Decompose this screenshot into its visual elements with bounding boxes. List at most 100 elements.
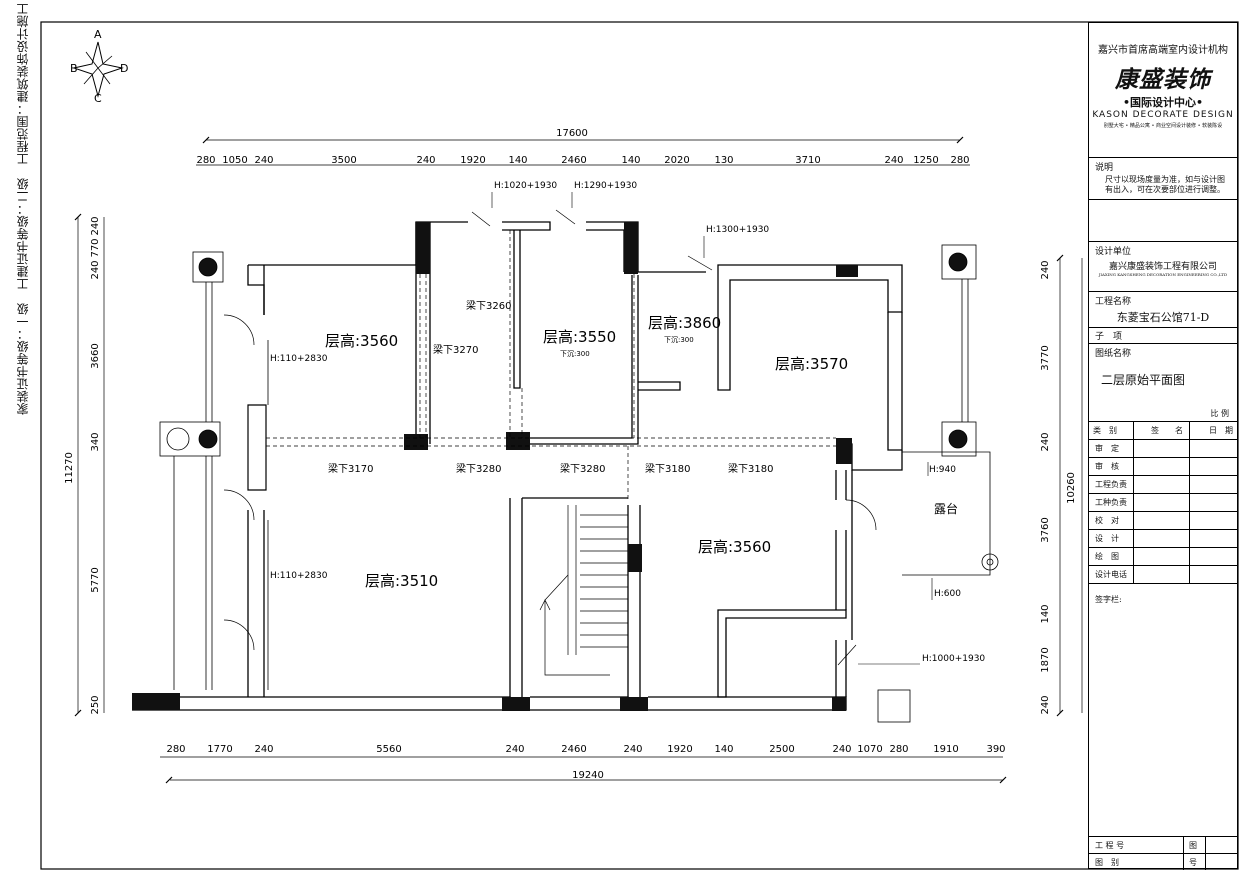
left-dim: 240 <box>90 216 101 235</box>
bottom-dim: 2460 <box>561 744 586 755</box>
bottom-row-label: 工 程 号 <box>1095 841 1125 850</box>
org-slogan: 嘉兴市首席高端室内设计机构 <box>1098 45 1228 56</box>
sign-header: 签 名 <box>1151 426 1183 435</box>
bottom-dim: 1920 <box>667 744 692 755</box>
bottom-dim: 2500 <box>769 744 794 755</box>
bottom-row: 图 别 号 <box>1089 854 1237 870</box>
company-logo: 康盛装饰 <box>1115 67 1211 93</box>
opening-label: H:940 <box>929 465 956 475</box>
bottom-dim: 240 <box>254 744 273 755</box>
beam-label: 梁下3280 <box>456 462 501 475</box>
blank-cell <box>1089 200 1237 242</box>
beam-label: 梁下3260 <box>466 299 511 312</box>
title-block: 嘉兴市首席高端室内设计机构 康盛装饰 •国际设计中心• KASON DECORA… <box>1088 22 1238 870</box>
sign-row: 绘 图 <box>1089 548 1237 566</box>
sub-item-cell: 子 项 <box>1089 328 1237 344</box>
design-center: •国际设计中心• <box>1122 96 1204 109</box>
compass-north: A <box>94 28 102 41</box>
top-dim: 140 <box>508 155 527 166</box>
staircase <box>539 505 628 676</box>
bottom-dim: 140 <box>714 744 733 755</box>
design-unit-cell: 设计单位 嘉兴康盛装饰工程有限公司 JIAXING KANGSHENG DECO… <box>1089 242 1237 292</box>
door-swings <box>223 209 877 666</box>
top-dim: 240 <box>416 155 435 166</box>
opening-label: H:110+2830 <box>270 354 328 364</box>
beam-label: 梁下3170 <box>328 462 373 475</box>
right-dim: 3760 <box>1040 517 1051 542</box>
top-dim: 1050 <box>222 155 247 166</box>
top-dim: 280 <box>950 155 969 166</box>
company-tagline: 别墅大宅 • 精品公寓 • 商业空间设计装修 • 软装陈设 <box>1103 123 1223 129</box>
left-total-dim: 11270 <box>64 452 75 484</box>
window-frames <box>159 244 999 723</box>
sign-row-label: 工程负责 <box>1095 480 1127 489</box>
bottom-dim: 1770 <box>207 744 232 755</box>
right-dim: 240 <box>1040 260 1051 279</box>
top-dim: 1920 <box>460 155 485 166</box>
left-dim: 5770 <box>90 567 101 592</box>
bottom-dim: 240 <box>832 744 851 755</box>
bottom-dim: 280 <box>166 744 185 755</box>
sign-row-label: 绘 图 <box>1095 552 1119 561</box>
opening-label: H:1020+1930 <box>494 181 557 191</box>
right-dim: 240 <box>1040 432 1051 451</box>
company-english: KASON DECORATE DESIGN <box>1092 110 1234 120</box>
bottom-total-dim: 19240 <box>572 770 604 781</box>
sign-row-label: 审 定 <box>1095 444 1119 453</box>
notes-cell: 说明 尺寸以现场度量为准，如与设计图有出入，可在次要部位进行调整。 <box>1089 158 1237 200</box>
top-dim: 130 <box>714 155 733 166</box>
right-dim: 1870 <box>1040 647 1051 672</box>
beam-label: 梁下3180 <box>728 462 773 475</box>
bottom-dim: 5560 <box>376 744 401 755</box>
bottom-dim: 240 <box>505 744 524 755</box>
drawing-name-label: 图纸名称 <box>1095 349 1132 359</box>
sign-row: 设 计 <box>1089 530 1237 548</box>
sign-header: 日 期 <box>1209 426 1233 435</box>
bottom-row-label: 号 <box>1189 858 1197 867</box>
dimension-texts: 17600 280 1050 240 3500 240 1920 140 246… <box>166 128 1005 781</box>
top-dim: 2020 <box>664 155 689 166</box>
top-dim: 140 <box>621 155 640 166</box>
drawing-name-cell: 图纸名称 二层原始平面图 比 例 <box>1089 344 1237 422</box>
top-total-dim: 17600 <box>556 128 588 139</box>
top-dim: 240 <box>884 155 903 166</box>
sign-row: 校 对 <box>1089 512 1237 530</box>
bottom-divider <box>1205 836 1206 870</box>
room-sub: 下沉:300 <box>664 336 694 344</box>
room-labels: 层高:3560 层高:3550 下沉:300 层高:3860 下沉:300 层高… <box>325 314 958 590</box>
room-label: 层高:3860 <box>648 314 721 332</box>
compass-east: D <box>120 62 128 75</box>
right-dimension-texts: 10260 240 3770 240 3760 140 1870 240 <box>1040 260 1077 714</box>
top-dim: 280 <box>196 155 215 166</box>
walls <box>132 221 903 711</box>
left-dim: 240 <box>90 260 101 279</box>
sign-row: 审 定 <box>1089 440 1237 458</box>
signature-label: 签字栏: <box>1095 595 1122 604</box>
sign-header-row: 类 别 签 名 日 期 <box>1089 422 1237 440</box>
beam-label: 梁下3270 <box>433 343 478 356</box>
left-dim: 770 <box>90 238 101 257</box>
bottom-dim: 240 <box>623 744 642 755</box>
project-cell: 工程名称 东菱宝石公馆71-D <box>1089 292 1237 328</box>
top-dim: 1250 <box>913 155 938 166</box>
beam-labels: 梁下3260 梁下3270 梁下3170 梁下3280 梁下3280 梁下318… <box>328 299 773 475</box>
room-label: 层高:3510 <box>365 572 438 590</box>
opening-label: H:1290+1930 <box>574 181 637 191</box>
room-sub: 下沉:300 <box>560 350 590 358</box>
right-dim: 3770 <box>1040 345 1051 370</box>
room-label: 层高:3570 <box>775 355 848 373</box>
bottom-row: 工 程 号 图 <box>1089 836 1237 854</box>
left-dimension-texts: 11270 240 770 240 3660 340 5770 250 <box>64 216 101 714</box>
compass-south: C <box>94 92 102 105</box>
beam-label: 梁下3180 <box>645 462 690 475</box>
dimension-lines <box>77 139 1083 781</box>
sub-item-label: 子 项 <box>1095 332 1123 342</box>
opening-label: H:1300+1930 <box>706 225 769 235</box>
left-dim: 3660 <box>90 343 101 368</box>
sign-row: 设计电话 <box>1089 566 1237 584</box>
sign-row-label: 审 核 <box>1095 462 1119 471</box>
bottom-row-label: 图 别 <box>1095 858 1119 867</box>
left-dim: 340 <box>90 432 101 451</box>
notes-label: 说明 <box>1095 163 1114 173</box>
